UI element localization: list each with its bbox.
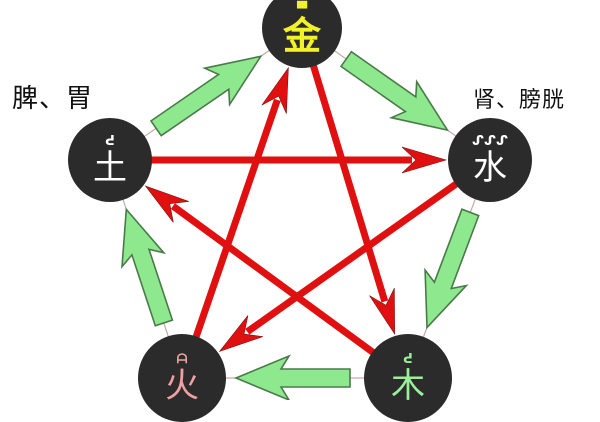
generating-arrow-water-to-wood	[424, 208, 480, 330]
wood-symbol-icon: ᕍ	[403, 351, 413, 367]
water-symbol-icon: ᔑᔑᔑ	[471, 133, 508, 149]
earth-character: 土	[93, 147, 127, 188]
water-node: ᔑᔑᔑ 水	[448, 118, 532, 202]
water-organs-label: 肾、膀胱	[473, 88, 566, 113]
fire-character: 火	[165, 365, 199, 406]
generating-arrow-metal-to-water	[339, 50, 450, 132]
generating-arrow-fire-to-earth	[121, 207, 174, 327]
metal-character: 金	[282, 13, 321, 58]
wood-node: ᕍ 木	[364, 334, 452, 422]
earth-organs-label: 脾、胃	[12, 84, 94, 114]
arrow-layer	[109, 27, 491, 400]
five-elements-diagram: 脾、胃 肾、膀胱 ▀ 金 ᕍ 土 ᔑᔑᔑ 水 ᗩ 火 ᕍ 木	[12, 0, 566, 422]
controlling-arrow-fire-to-metal	[192, 66, 289, 340]
water-character: 水	[473, 147, 507, 188]
controlling-arrow-water-to-fire	[218, 180, 460, 353]
controlling-arrow-metal-to-wood	[309, 63, 395, 335]
generating-arrow-earth-to-metal	[149, 55, 263, 137]
fire-symbol-icon: ᗩ	[176, 351, 188, 367]
earth-node: ᕍ 土	[68, 118, 152, 202]
metal-symbol-icon: ▀	[297, 1, 307, 17]
controlling-arrow-wood-to-earth	[144, 185, 377, 357]
earth-symbol-icon: ᕍ	[105, 133, 115, 149]
wood-character: 木	[391, 365, 425, 406]
controlling-cycle-arrows	[144, 63, 460, 357]
metal-node: ▀ 金	[262, 0, 342, 68]
controlling-arrow-earth-to-water	[150, 146, 448, 174]
generating-cycle-arrows	[121, 50, 480, 400]
fire-node: ᗩ 火	[138, 334, 226, 422]
generating-arrow-wood-to-fire	[233, 354, 351, 400]
